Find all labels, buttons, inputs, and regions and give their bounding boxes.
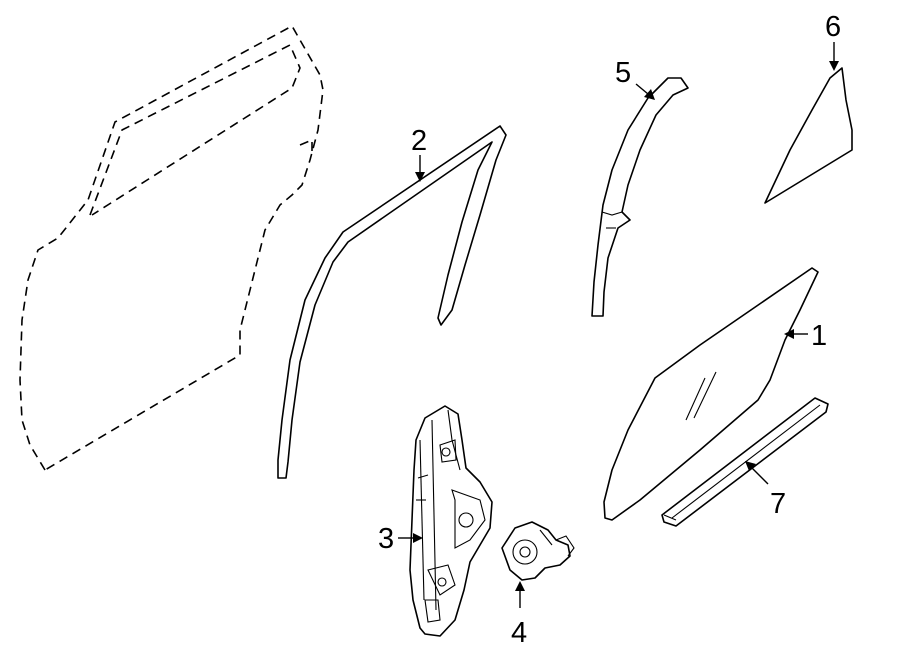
- callout-6: 6: [825, 11, 841, 43]
- door-outline: [19, 25, 324, 471]
- fixed-glass: [764, 67, 853, 204]
- callout-3: 3: [378, 523, 394, 555]
- callout-2: 2: [411, 125, 427, 157]
- callout-4: 4: [511, 617, 527, 649]
- run-channel: [277, 125, 507, 479]
- rear-channel: [591, 77, 689, 317]
- door-glass: [603, 267, 819, 521]
- callout-5: 5: [615, 57, 631, 89]
- callout-labels: 1 2 3 4 5 6 7: [378, 11, 841, 649]
- callout-1: 1: [811, 320, 827, 352]
- regulator-motor: [501, 521, 575, 581]
- callout-7: 7: [770, 488, 786, 520]
- leader-lines: [398, 42, 839, 608]
- window-regulator: [409, 405, 493, 637]
